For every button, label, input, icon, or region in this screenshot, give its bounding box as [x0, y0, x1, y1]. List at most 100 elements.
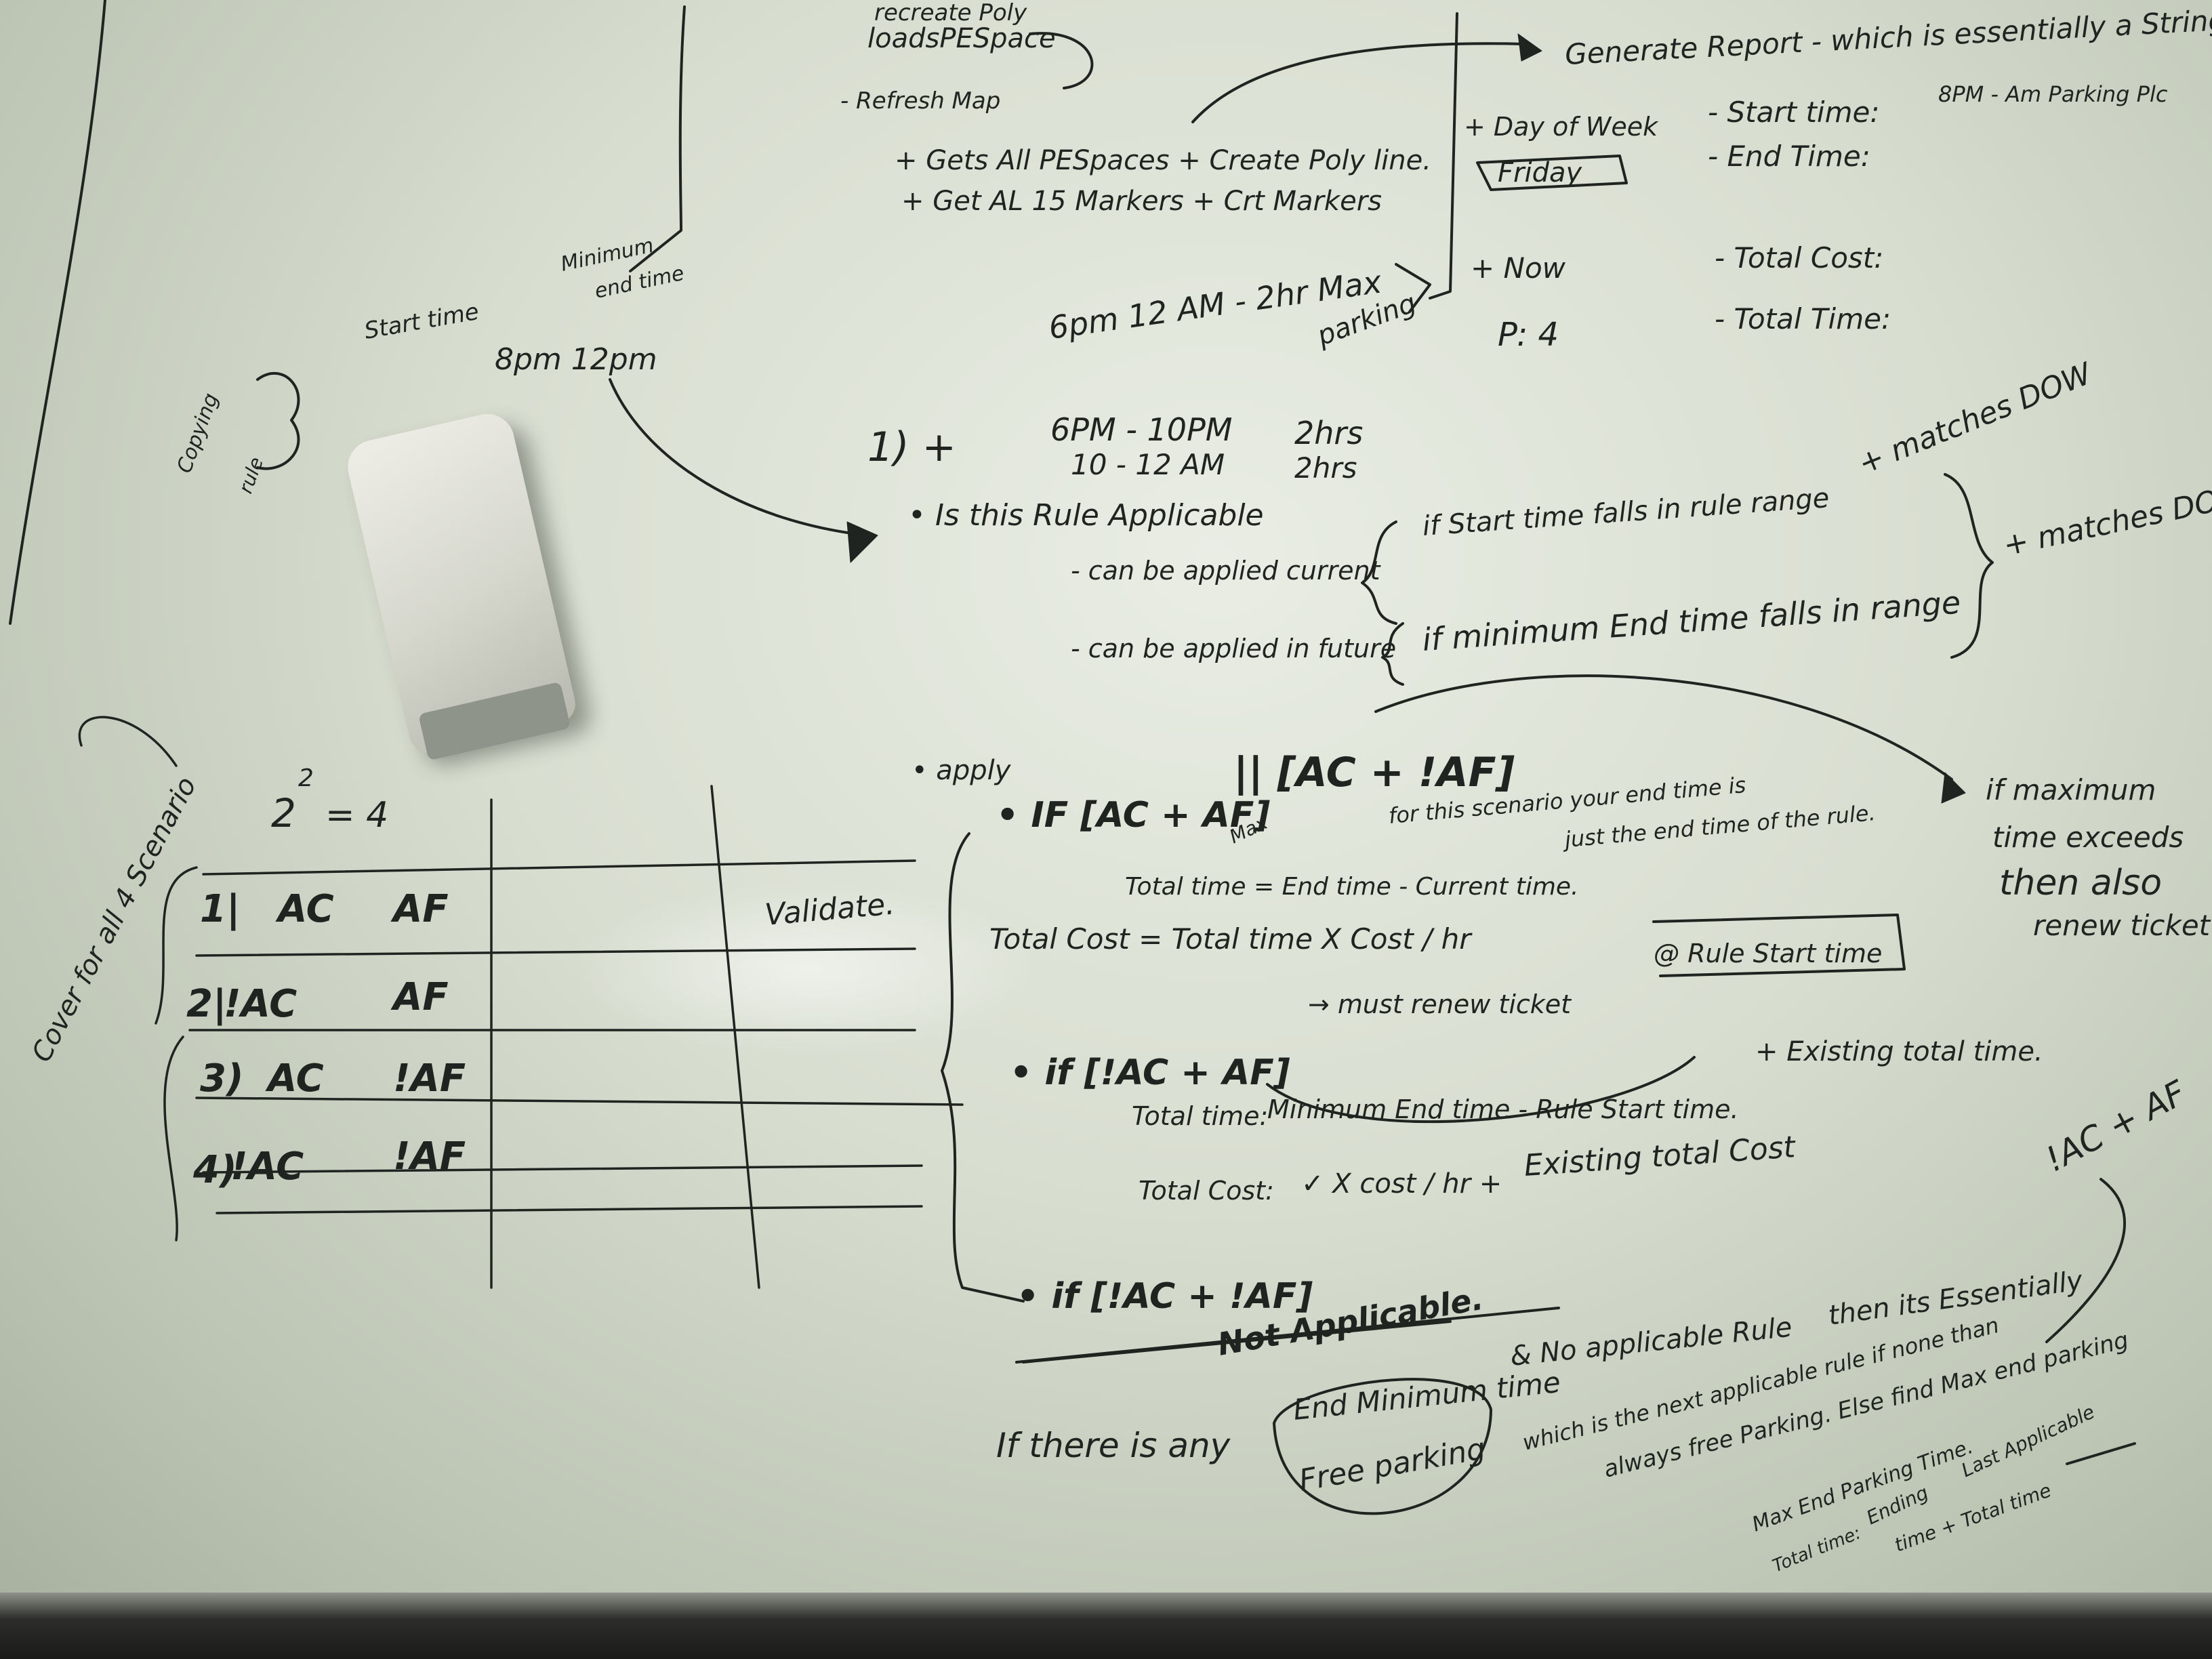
no-applicable-rule: & No applicable Rule [1509, 1312, 1793, 1372]
row1-af: AF [390, 887, 449, 931]
loads-note-b: loadsPESpace [867, 23, 1056, 54]
arrowhead-rule [846, 521, 878, 563]
arrow-refresh-to-report [1191, 42, 1526, 123]
brace-applicable [1361, 520, 1397, 625]
marker-tray [0, 1593, 2212, 1659]
renew-ticket: renew ticket [2033, 909, 2211, 942]
arrow-scenario-to-max [1374, 674, 1953, 781]
table-hline-4 [195, 1097, 964, 1106]
row4-ac: !AC [230, 1145, 304, 1189]
brace-matches [1944, 473, 1994, 659]
arrow-to-rule [609, 378, 869, 537]
at-rule-start-time: @ Rule Start time [1654, 939, 1882, 968]
brace-future [1381, 622, 1404, 686]
table-hline-2 [195, 947, 916, 957]
if-not-ac-af: • if [!AC + AF] [1010, 1052, 1290, 1093]
whiteboard [0, 0, 2212, 1593]
brace-total-time [1266, 1056, 1696, 1123]
bottom-divider [1015, 1307, 1560, 1364]
end-minimum-time: End Minimum time [1292, 1366, 1562, 1427]
can-apply-future: - can be applied in future [1071, 634, 1396, 663]
two-squared: 2 [271, 790, 296, 836]
report-end-time: - End Time: [1708, 140, 1870, 173]
total-cost-label-2: Total Cost: [1139, 1176, 1274, 1206]
row1-ac: AC [275, 887, 334, 931]
cover-all-scenario: Cover for all 4 Scenario [26, 772, 203, 1067]
table-hline-5 [202, 1164, 923, 1174]
arrowhead-max [1941, 772, 1966, 804]
validate-label: Validate. [764, 886, 897, 933]
row3-af: !AF [393, 1057, 466, 1101]
total-cost-formula-1: Total Cost = Total time X Cost / hr [989, 922, 1473, 956]
total-time-formula-2: Minimum End time - Rule Start time. [1267, 1094, 1739, 1124]
time-range-8pm-12pm: 8pm 12pm [495, 342, 657, 377]
box-rule-start [1652, 914, 1906, 977]
two-squared-exponent: 2 [298, 764, 314, 792]
if-there-is-any: If there is any [996, 1426, 1231, 1465]
if-min-end-time-range: if minimum End time falls in range [1421, 584, 1962, 658]
loads-note-a: recreate Poly [874, 0, 1027, 26]
start-time-label: Start time [363, 298, 481, 345]
friday-box [1476, 155, 1628, 191]
rule-number-one: 1) + [867, 424, 956, 471]
scenario-brace [78, 716, 178, 767]
table-brace-left-bottom [163, 1036, 184, 1242]
if-ac-af: • IF [AC + AF] [996, 795, 1270, 836]
p-equals-4: P: 4 [1498, 316, 1559, 354]
free-parking-box [1273, 1378, 1492, 1515]
report-start-time: - Start time: [1708, 96, 1880, 129]
if-maximum: if maximum [1986, 773, 2156, 806]
row4-af: !AF [393, 1134, 466, 1179]
table-hline-1 [202, 859, 916, 876]
total-time-label-2: Total time: [1132, 1101, 1268, 1131]
gets-all: + Gets All PESpaces + Create Poly line. [895, 145, 1431, 176]
rule-bracket [1395, 263, 1431, 313]
equals-four: = 4 [325, 795, 388, 836]
report-vertical-line [1429, 12, 1458, 300]
table-hline-6 [216, 1205, 923, 1214]
can-apply-current: - can be applied current [1071, 556, 1382, 586]
get-al-markers: + Get AL 15 Markers + Crt Markers [901, 186, 1382, 217]
apply-label: • apply [912, 755, 1012, 786]
row3-number: 3) [200, 1057, 244, 1101]
arrow-to-loads [629, 5, 686, 272]
end-time-label: end time [592, 262, 686, 304]
matches-dow-right: + matches DOW [2001, 477, 2212, 562]
rule1-duration: 2hrs [1294, 415, 1363, 451]
rule1-time: 6PM - 10PM [1050, 411, 1233, 448]
row1-number: 1| [200, 887, 240, 931]
time-exceeds: time exceeds [1992, 821, 2184, 854]
total-time-bottom: Total time: [1769, 1523, 1864, 1576]
not-ac-af-bottom-right: !AC + AF [2039, 1073, 2193, 1180]
total-cost-formula-2: ✓ X cost / hr + [1301, 1168, 1502, 1200]
row4-number: 4) [192, 1148, 237, 1192]
loads-loop-arrow [1029, 32, 1094, 89]
curve-bottom-right [2045, 1178, 2127, 1343]
report-total-cost: - Total Cost: [1715, 241, 1883, 274]
if-start-time-range: if Start time falls in rule range [1421, 483, 1830, 542]
row2-ac: !AC [224, 982, 297, 1026]
must-renew-ticket: → must renew ticket [1308, 989, 1572, 1019]
then-also: then also [1999, 863, 2162, 903]
table-brace-left-top [155, 866, 198, 1025]
copying-label: Copying [173, 390, 224, 476]
row2-af: AF [390, 975, 449, 1019]
total-time-formula-1: Total time = End time - Current time. [1125, 873, 1579, 901]
existing-total-time: + Existing total time. [1755, 1036, 2043, 1067]
rule2-time: 10 - 12 AM [1071, 448, 1225, 481]
or-ac-not-af: || [AC + !AF] [1233, 749, 1515, 796]
rule2-duration: 2hrs [1294, 451, 1357, 485]
last-applicable-note: Last Applicable [1958, 1400, 2098, 1481]
brace-apply-cases [941, 832, 1025, 1303]
copying-rule-label: rule [234, 454, 268, 496]
free-parking: Free parking [1296, 1431, 1488, 1498]
matches-dow-top: + matches DOW [1853, 356, 2097, 481]
row2-number: 2| [186, 982, 226, 1026]
arrowhead-report [1517, 33, 1542, 62]
light-glare [569, 881, 1044, 1057]
existing-total-cost: Existing total Cost [1523, 1130, 1797, 1183]
copying-brace [256, 371, 300, 470]
friday: Friday [1498, 157, 1582, 188]
generate-report: Generate Report - which is essentially a… [1564, 3, 2212, 71]
